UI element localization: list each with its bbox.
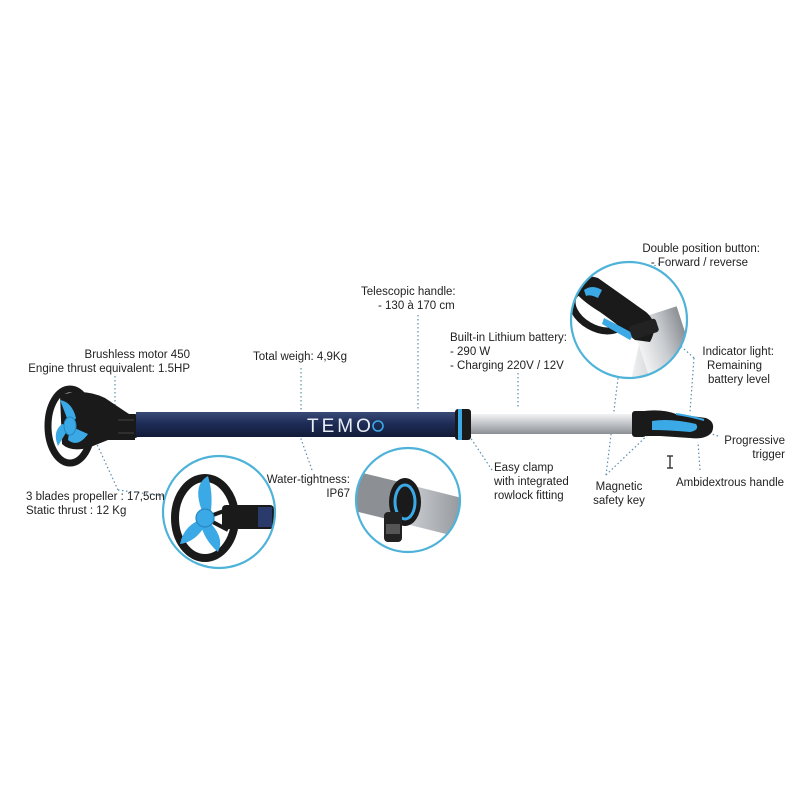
label-magnetic: Magnetic safety key bbox=[593, 481, 645, 507]
label-battery: Built-in Lithium battery: - 290 W - Char… bbox=[450, 332, 567, 372]
brand-logo: TEMO bbox=[307, 416, 374, 437]
label-water: Water-tightness: IP67 bbox=[266, 474, 350, 500]
main-product: TEMO bbox=[44, 385, 714, 469]
detail-circle-propeller bbox=[161, 454, 277, 570]
trigger-symbol-icon bbox=[667, 455, 673, 469]
handle-grip bbox=[632, 410, 714, 439]
detail-circle-clamp bbox=[354, 446, 462, 554]
label-ambidextrous: Ambidextrous handle bbox=[676, 477, 785, 489]
label-handle: Telescopic handle: - 130 à 170 cm bbox=[361, 286, 456, 312]
label-motor: Brushless motor 450 Engine thrust equiva… bbox=[28, 349, 190, 375]
label-clamp: Easy clamp with integrated rowlock fitti… bbox=[494, 462, 569, 502]
label-button: Double position button: - Forward / reve… bbox=[642, 243, 760, 269]
propeller-guard bbox=[44, 385, 96, 467]
label-weight: Total weigh: 4,9Kg bbox=[253, 351, 347, 363]
label-trigger: Progressive trigger bbox=[724, 435, 785, 461]
clamp-ring bbox=[455, 409, 471, 440]
label-indicator: Indicator light: Remaining battery level bbox=[702, 346, 774, 386]
detail-circle-handle bbox=[569, 260, 689, 380]
navy-tube bbox=[136, 412, 458, 437]
logo-swirl-icon bbox=[372, 420, 384, 432]
label-propeller: 3 blades propeller : 17,5cm Static thrus… bbox=[26, 491, 165, 517]
silver-tube bbox=[471, 414, 643, 434]
